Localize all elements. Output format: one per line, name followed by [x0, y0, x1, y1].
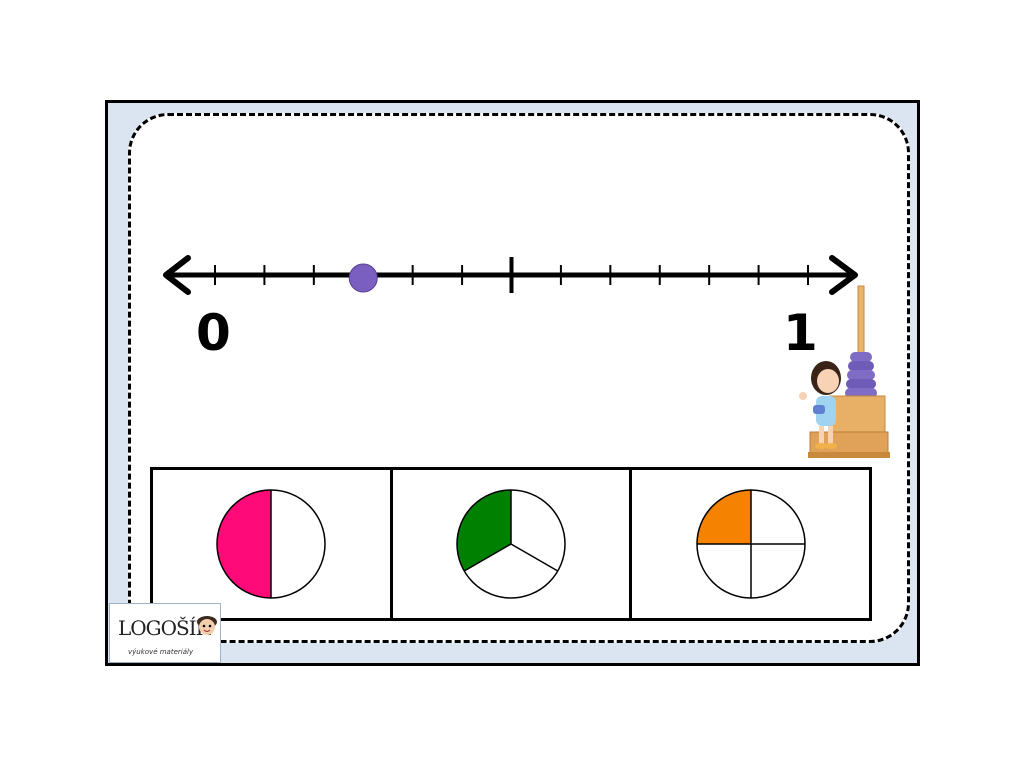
number-line-end-label: 1 — [783, 304, 818, 362]
pie-outline — [695, 489, 806, 599]
logo-name: LOGOŠÍK — [118, 616, 211, 640]
number-line-point[interactable] — [348, 263, 378, 293]
shaded-sector — [217, 490, 272, 598]
logo: LOGOŠÍK výukové materiály — [109, 603, 221, 663]
pie-halves — [216, 489, 327, 599]
shaded-sector — [696, 490, 751, 544]
pie-outline — [456, 489, 566, 599]
left-arrowhead — [163, 255, 191, 295]
choice-one-quarter[interactable] — [632, 470, 869, 618]
boy-face-icon — [197, 616, 217, 635]
number-line-start-label: 0 — [196, 304, 231, 362]
pie-outline — [216, 489, 327, 599]
logo-tagline: výukové materiály — [128, 648, 194, 656]
number-line — [163, 255, 858, 295]
pie-quarters — [695, 489, 806, 599]
pie-thirds — [456, 489, 566, 599]
answer-choices — [150, 467, 872, 621]
choice-one-third[interactable] — [393, 470, 633, 618]
right-arrowhead — [829, 255, 858, 295]
division-line — [510, 543, 559, 572]
choice-one-half[interactable] — [153, 470, 393, 618]
girl-with-ring-tower-illustration — [799, 285, 890, 458]
division-line — [463, 543, 512, 572]
shaded-sector — [457, 490, 511, 571]
